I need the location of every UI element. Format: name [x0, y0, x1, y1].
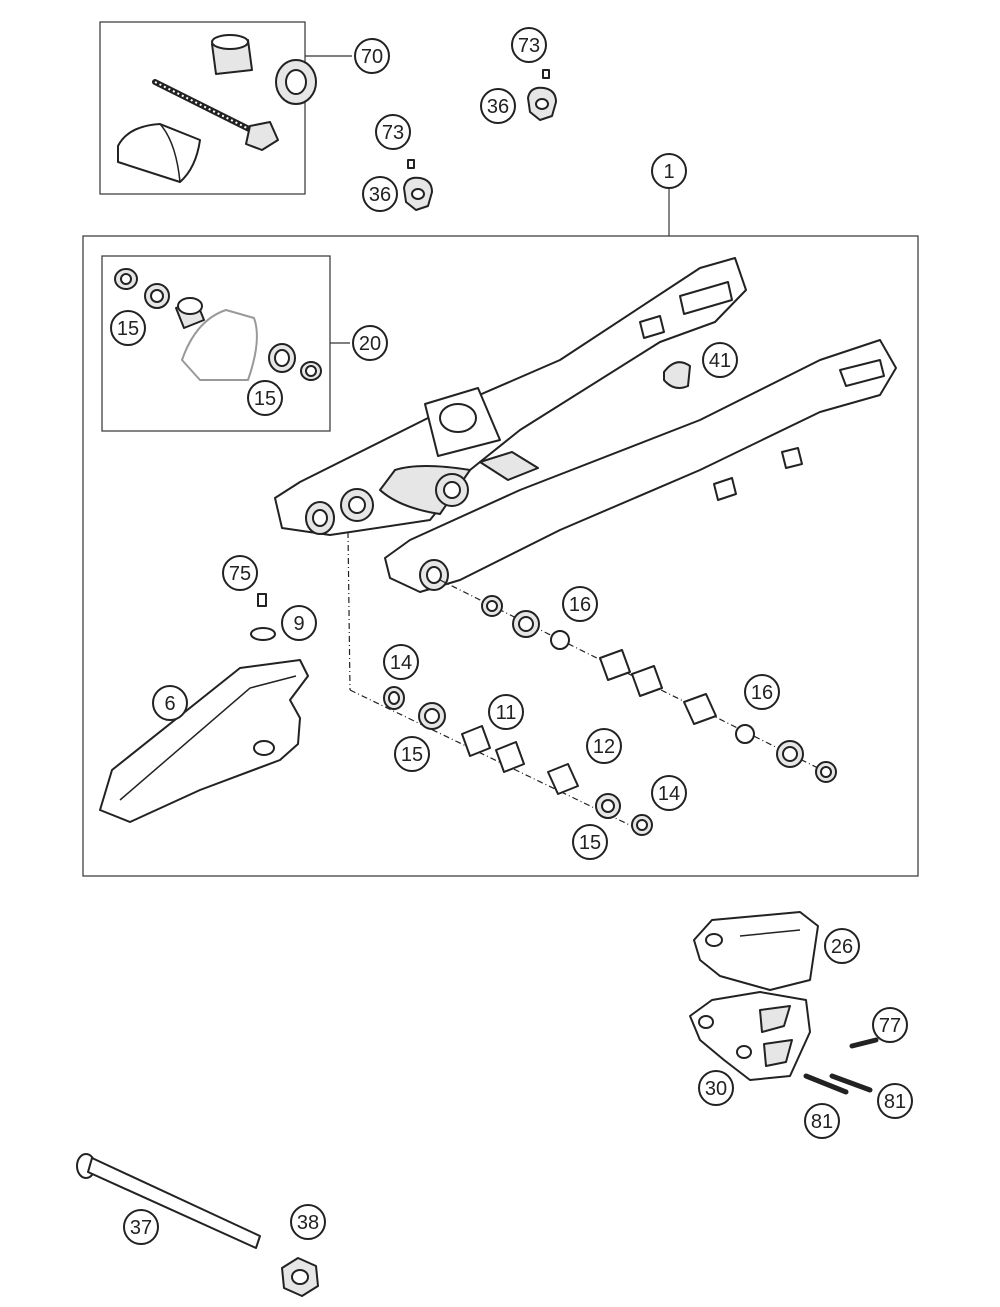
svg-text:16: 16: [569, 594, 591, 616]
svg-text:38: 38: [297, 1212, 319, 1234]
svg-text:37: 37: [130, 1217, 152, 1239]
callout-16-upper: 16: [562, 586, 598, 622]
callout-9: 9: [281, 605, 317, 641]
svg-text:15: 15: [579, 832, 601, 854]
chain-guide-26: [693, 911, 819, 991]
svg-text:36: 36: [369, 184, 391, 206]
callout-73-lower: 73: [375, 114, 411, 150]
svg-text:15: 15: [117, 318, 139, 340]
clamp-36-lower: [403, 159, 433, 211]
bearing-stack-right: [481, 595, 837, 783]
bearing-stack-left: [383, 686, 653, 836]
swingarm-assembly-box: [82, 235, 919, 877]
callout-16-lower: 16: [744, 674, 780, 710]
svg-text:81: 81: [811, 1111, 833, 1133]
svg-text:16: 16: [751, 682, 773, 704]
callout-11: 11: [488, 694, 524, 730]
chain-slider-6: [99, 593, 309, 823]
callout-15-kit-bottom: 15: [247, 380, 283, 416]
kit-20-parts: [114, 268, 322, 381]
svg-text:73: 73: [518, 35, 540, 57]
axle-nut-38: [281, 1257, 319, 1297]
callout-15-kit-top: 15: [110, 310, 146, 346]
kit-box-70: [99, 21, 306, 195]
svg-text:20: 20: [359, 333, 381, 355]
svg-text:1: 1: [663, 161, 674, 183]
svg-text:14: 14: [658, 783, 680, 805]
svg-text:30: 30: [705, 1078, 727, 1100]
svg-text:41: 41: [709, 350, 731, 372]
callout-15-lower-right: 15: [572, 824, 608, 860]
svg-text:12: 12: [593, 736, 615, 758]
svg-text:36: 36: [487, 96, 509, 118]
svg-text:81: 81: [884, 1091, 906, 1113]
callout-12: 12: [586, 728, 622, 764]
callout-81-left: 81: [804, 1103, 840, 1139]
svg-text:15: 15: [401, 744, 423, 766]
svg-text:26: 26: [831, 936, 853, 958]
callout-14-lower: 14: [651, 775, 687, 811]
callout-26: 26: [824, 928, 860, 964]
svg-text:70: 70: [361, 46, 383, 68]
svg-text:15: 15: [254, 388, 276, 410]
callout-14-upper: 14: [383, 644, 419, 680]
callout-20: 20: [352, 325, 388, 361]
svg-text:73: 73: [382, 122, 404, 144]
svg-text:6: 6: [164, 693, 175, 715]
callout-41: 41: [702, 342, 738, 378]
svg-text:11: 11: [496, 702, 517, 724]
callout-1: 1: [651, 153, 687, 189]
callout-37: 37: [123, 1209, 159, 1245]
callout-36-lower: 36: [362, 176, 398, 212]
kit-70-parts: [117, 34, 317, 183]
chain-guide-bracket-30: [689, 991, 811, 1081]
svg-text:77: 77: [879, 1015, 901, 1037]
callout-6: 6: [152, 685, 188, 721]
callout-77: 77: [872, 1007, 908, 1043]
callout-73-upper: 73: [511, 27, 547, 63]
callout-30: 30: [698, 1070, 734, 1106]
callout-36-upper: 36: [480, 88, 516, 124]
callout-75: 75: [222, 555, 258, 591]
svg-text:75: 75: [229, 563, 251, 585]
callout-15-lower-left: 15: [394, 736, 430, 772]
callout-38: 38: [290, 1204, 326, 1240]
clamp-36-upper: [527, 69, 557, 121]
callout-70: 70: [354, 38, 390, 74]
svg-text:9: 9: [293, 613, 304, 635]
callout-81-right: 81: [877, 1083, 913, 1119]
swingarm: [274, 257, 897, 593]
swingarm-axle-37: [76, 1153, 261, 1249]
svg-text:14: 14: [390, 652, 412, 674]
